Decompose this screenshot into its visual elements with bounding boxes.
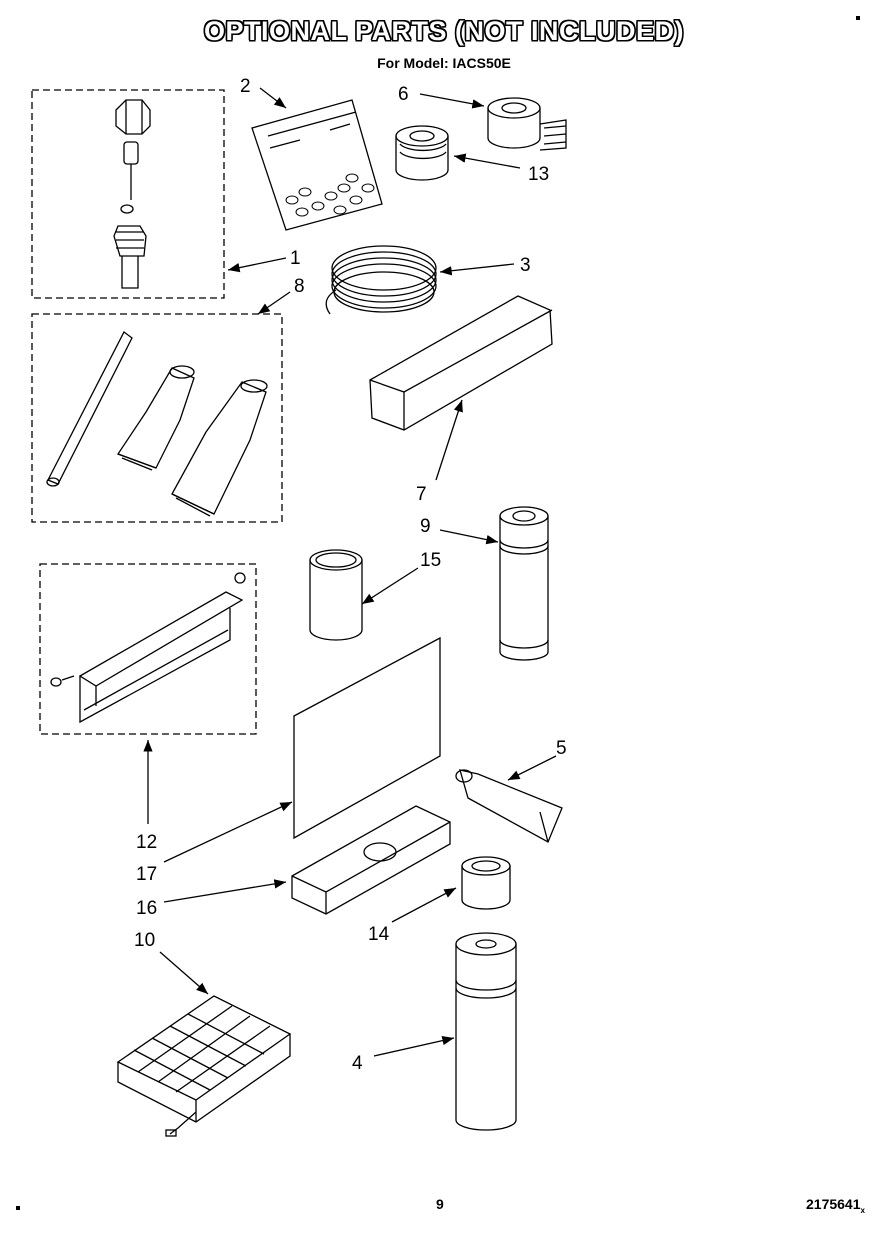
page-title: OPTIONAL PARTS (NOT INCLUDED) xyxy=(204,16,684,46)
part-2-screw-bag xyxy=(251,99,383,231)
part-9-aerosol-can xyxy=(499,506,549,661)
registration-mark xyxy=(16,1206,20,1210)
callout-16: 16 xyxy=(136,898,157,919)
document-number-value: 2175641 xyxy=(806,1196,861,1212)
model-subtitle: For Model: IACS50E xyxy=(377,55,511,71)
page-number: 9 xyxy=(436,1196,444,1212)
callout-9: 9 xyxy=(420,516,431,537)
document-number: 2175641x xyxy=(806,1196,865,1215)
part-15-can xyxy=(309,549,363,641)
part-1-valve-fitting xyxy=(31,89,225,299)
callout-3: 3 xyxy=(520,255,531,276)
part-17-sheet xyxy=(293,636,441,840)
part-5-tube xyxy=(455,769,563,843)
part-8-sealant-kit xyxy=(31,313,283,523)
callout-4: 4 xyxy=(352,1053,363,1074)
callout-15: 15 xyxy=(420,550,441,571)
document-number-suffix: x xyxy=(860,1205,865,1215)
callout-1: 1 xyxy=(290,248,301,269)
callout-5: 5 xyxy=(556,738,567,759)
callout-13: 13 xyxy=(528,164,549,185)
callout-7: 7 xyxy=(416,484,427,505)
callout-17: 17 xyxy=(136,864,157,885)
part-12-drain-channel xyxy=(39,563,257,735)
callout-6: 6 xyxy=(398,84,409,105)
part-4-cylinder xyxy=(455,932,517,1131)
part-3-coiled-tubing xyxy=(325,245,437,315)
registration-mark xyxy=(856,16,860,20)
part-10-wire-rack xyxy=(116,995,292,1137)
callout-10: 10 xyxy=(134,930,155,951)
part-6-tape-roll xyxy=(487,97,567,151)
callout-14: 14 xyxy=(368,924,390,945)
part-13-tape-roll xyxy=(395,125,449,181)
part-14-roll xyxy=(461,856,511,910)
callout-8: 8 xyxy=(294,276,305,297)
callout-12: 12 xyxy=(136,832,157,853)
part-7-foam-block xyxy=(369,295,553,431)
part-16-foam-pad xyxy=(291,805,451,915)
callout-2: 2 xyxy=(240,76,251,97)
